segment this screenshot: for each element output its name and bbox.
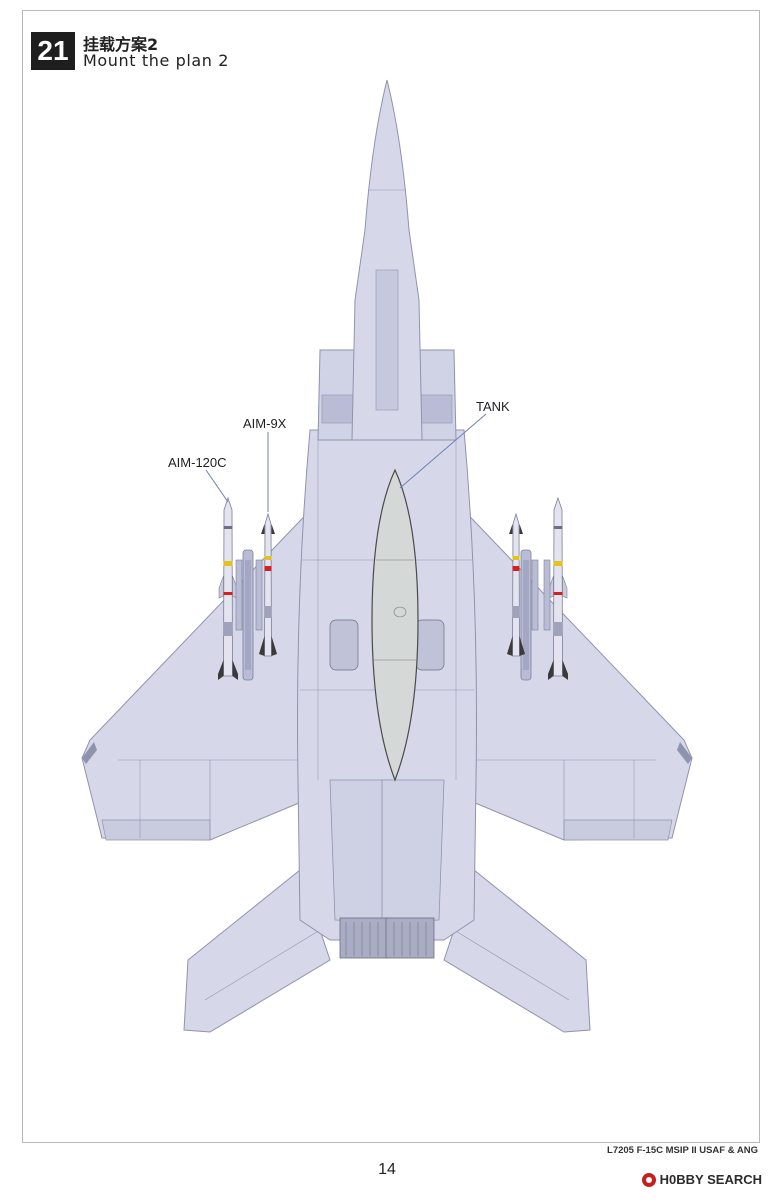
left-wing xyxy=(81,498,331,841)
callout-tank: TANK xyxy=(476,399,510,414)
watermark-logo-icon xyxy=(641,1172,656,1187)
tank-leader-line xyxy=(399,413,487,489)
right-launcher-rail xyxy=(531,559,539,631)
step-title-chinese: 挂载方案2 xyxy=(83,35,159,54)
left-launcher-rail-2 xyxy=(255,559,263,631)
centerline-fuel-tank xyxy=(371,468,419,782)
aim120c-leader-line xyxy=(205,469,229,503)
right-wing-pylon xyxy=(520,549,532,681)
page-number: 14 xyxy=(378,1161,396,1178)
page-frame xyxy=(22,10,760,1143)
kit-model-code: L7205 F-15C MSIP II USAF & ANG xyxy=(607,1145,758,1156)
left-launcher-rail xyxy=(235,559,243,631)
step-number-badge: 21 xyxy=(31,32,75,70)
step-title-english: Mount the plan 2 xyxy=(83,51,229,70)
callout-aim-9x: AIM-9X xyxy=(243,416,287,431)
left-wing-pylon xyxy=(242,549,254,681)
left-stabilizer xyxy=(183,869,331,1033)
right-stabilizer xyxy=(443,869,591,1033)
right-wing xyxy=(443,498,693,841)
right-launcher-rail-2 xyxy=(543,559,551,631)
callout-aim-120c: AIM-120C xyxy=(168,455,227,470)
watermark-text: H0BBY SEARCH xyxy=(659,1172,762,1187)
watermark: H0BBY SEARCH xyxy=(641,1172,762,1187)
